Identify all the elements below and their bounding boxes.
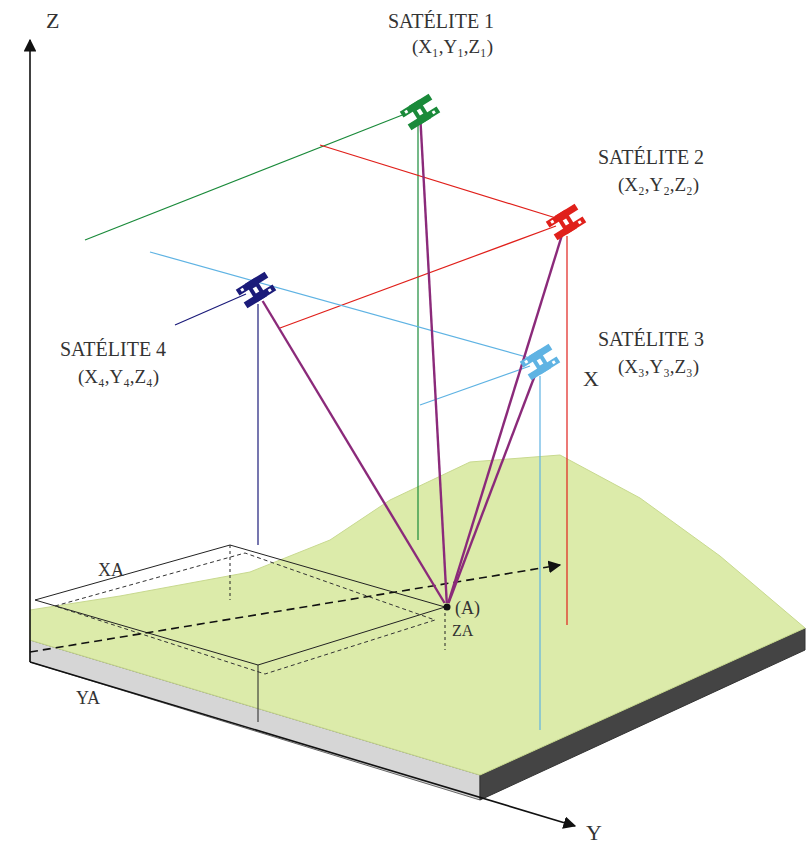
signal-line bbox=[421, 123, 447, 603]
satellite-coordinates: (X₄,Y₄,Z₄) bbox=[78, 366, 159, 388]
ground-box bbox=[35, 545, 445, 665]
satellite-coordinates: (X₃,Y₃,Z₃) bbox=[618, 356, 699, 378]
y-axis bbox=[30, 662, 575, 826]
point: (A) bbox=[443, 603, 451, 611]
z-axis bbox=[29, 40, 31, 662]
satellite-name: SATÉLITE 4 bbox=[60, 338, 166, 361]
drop-line bbox=[230, 545, 231, 600]
satellite-name: SATÉLITE 3 bbox=[598, 328, 704, 351]
signal-line bbox=[449, 373, 536, 603]
satellite: SATÉLITE 4(X₄,Y₄,Z₄) bbox=[245, 279, 267, 301]
satellite-coordinates: (X₁,Y₁,Z₁) bbox=[412, 36, 493, 58]
satellite: SATÉLITE 3(X₃,Y₃,Z₃) bbox=[529, 351, 551, 373]
projection-line bbox=[417, 122, 418, 540]
coordinate-label: XA bbox=[98, 560, 124, 581]
point-dot bbox=[443, 603, 451, 611]
satellite: SATÉLITE 2(X₂,Y₂,Z₂) bbox=[555, 211, 577, 233]
satellite-name: SATÉLITE 1 bbox=[388, 10, 494, 33]
coordinate-label: YA bbox=[76, 688, 100, 709]
satellite-coordinates: (X₂,Y₂,Z₂) bbox=[618, 174, 699, 196]
signal-line bbox=[448, 233, 562, 603]
satellite-icon bbox=[395, 87, 445, 137]
projection-line bbox=[257, 304, 258, 545]
signal-line bbox=[263, 301, 445, 603]
coordinate-label: ZA bbox=[452, 622, 473, 640]
point-label: (A) bbox=[455, 598, 480, 619]
projection-line bbox=[320, 145, 556, 218]
satellite: SATÉLITE 1(X₁,Y₁,Z₁) bbox=[409, 101, 431, 123]
drop-line bbox=[445, 607, 446, 650]
projection-line bbox=[280, 226, 556, 328]
ground-box-dashed bbox=[55, 553, 435, 674]
axis-label: Y bbox=[586, 820, 602, 846]
satellite-name: SATÉLITE 2 bbox=[598, 146, 704, 169]
projection-line bbox=[539, 376, 540, 730]
projection-line bbox=[85, 112, 410, 240]
axis-label: X bbox=[583, 366, 599, 392]
projection-line bbox=[175, 294, 246, 325]
projection-line bbox=[566, 236, 567, 625]
drop-line bbox=[258, 665, 259, 722]
satellite-icon bbox=[541, 197, 591, 247]
axis-label: Z bbox=[46, 8, 59, 34]
satellite-icon bbox=[515, 337, 565, 387]
satellite-icon bbox=[231, 265, 281, 315]
projection-line bbox=[150, 252, 530, 358]
